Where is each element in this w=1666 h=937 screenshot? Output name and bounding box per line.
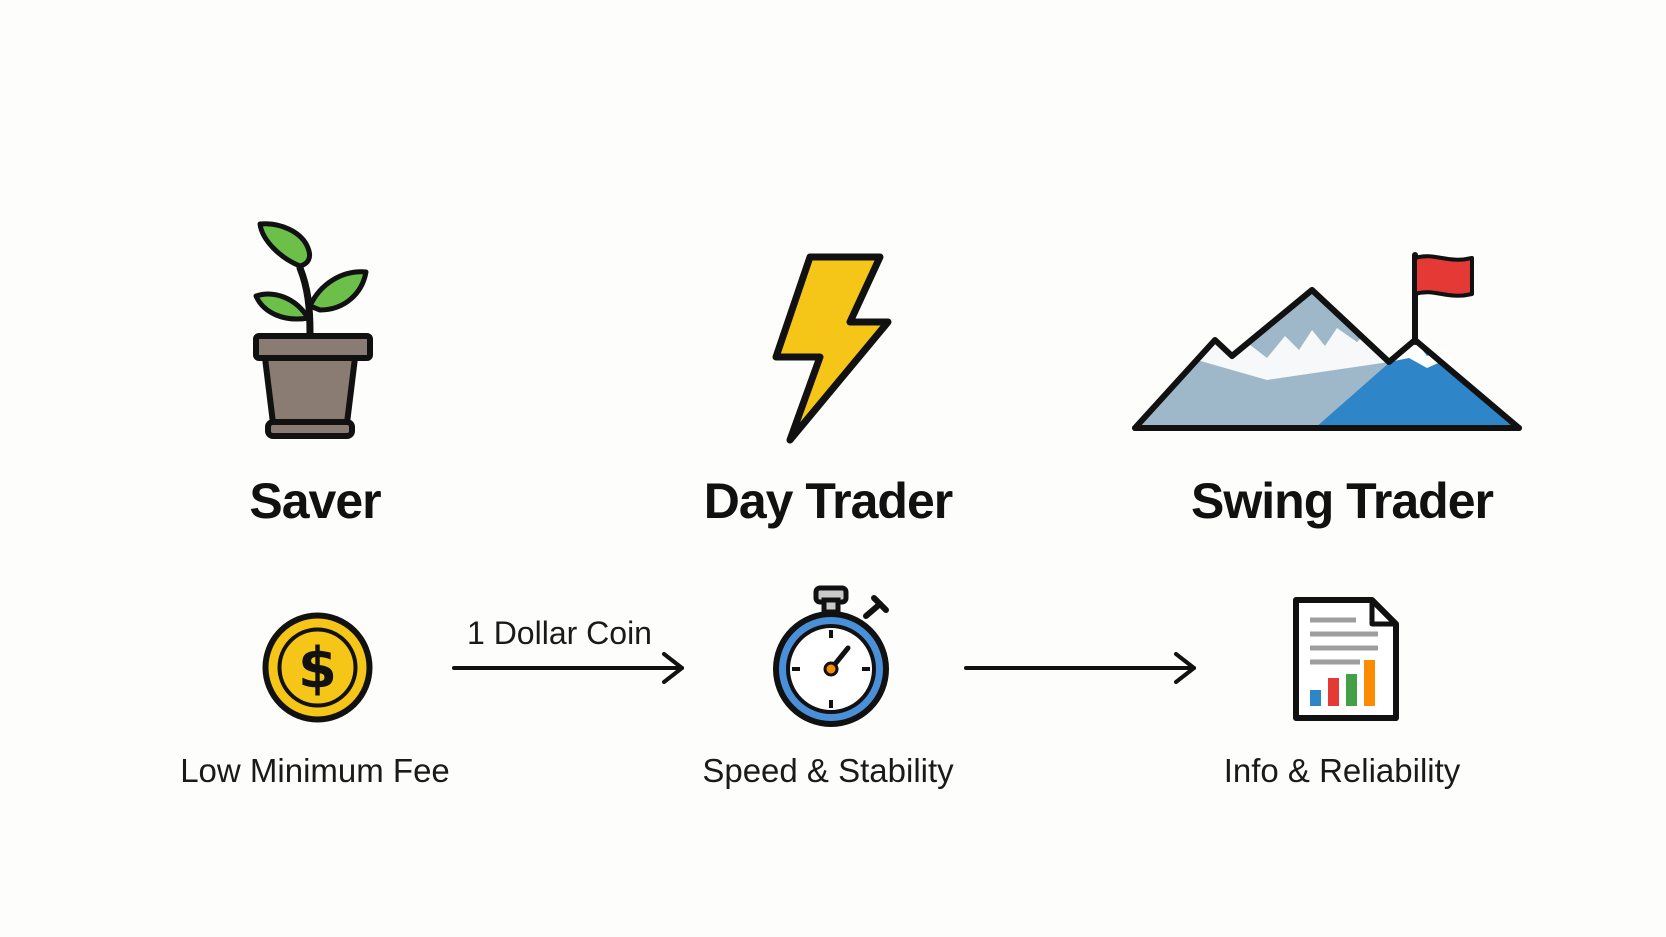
stopwatch-icon <box>773 585 889 727</box>
dollar-coin-icon: $ <box>262 612 373 723</box>
persona-title-swing-trader: Swing Trader <box>1191 473 1494 529</box>
persona-swing-trader: Swing Trader Info & Reliability <box>1082 0 1602 937</box>
feature-label-saver: Low Minimum Fee <box>180 752 450 789</box>
lightning-bolt-icon <box>772 253 892 444</box>
arrow-saver-to-day-trader <box>452 652 684 684</box>
plant-pot-icon <box>253 221 373 439</box>
persona-day-trader: Day Trader Speed & Stability <box>568 0 1088 937</box>
persona-saver: Saver $ Low Minimum Fee <box>55 0 575 937</box>
report-chart-icon <box>1293 597 1399 721</box>
persona-title-day-trader: Day Trader <box>703 473 953 529</box>
arrow-day-trader-to-swing-trader <box>964 652 1196 684</box>
svg-text:$: $ <box>298 636 337 701</box>
persona-title-saver: Saver <box>249 473 381 529</box>
arrow-label-1: 1 Dollar Coin <box>467 615 652 651</box>
feature-label-day-trader: Speed & Stability <box>702 752 954 789</box>
mountain-flag-icon <box>1132 252 1522 431</box>
feature-label-swing-trader: Info & Reliability <box>1223 752 1461 789</box>
